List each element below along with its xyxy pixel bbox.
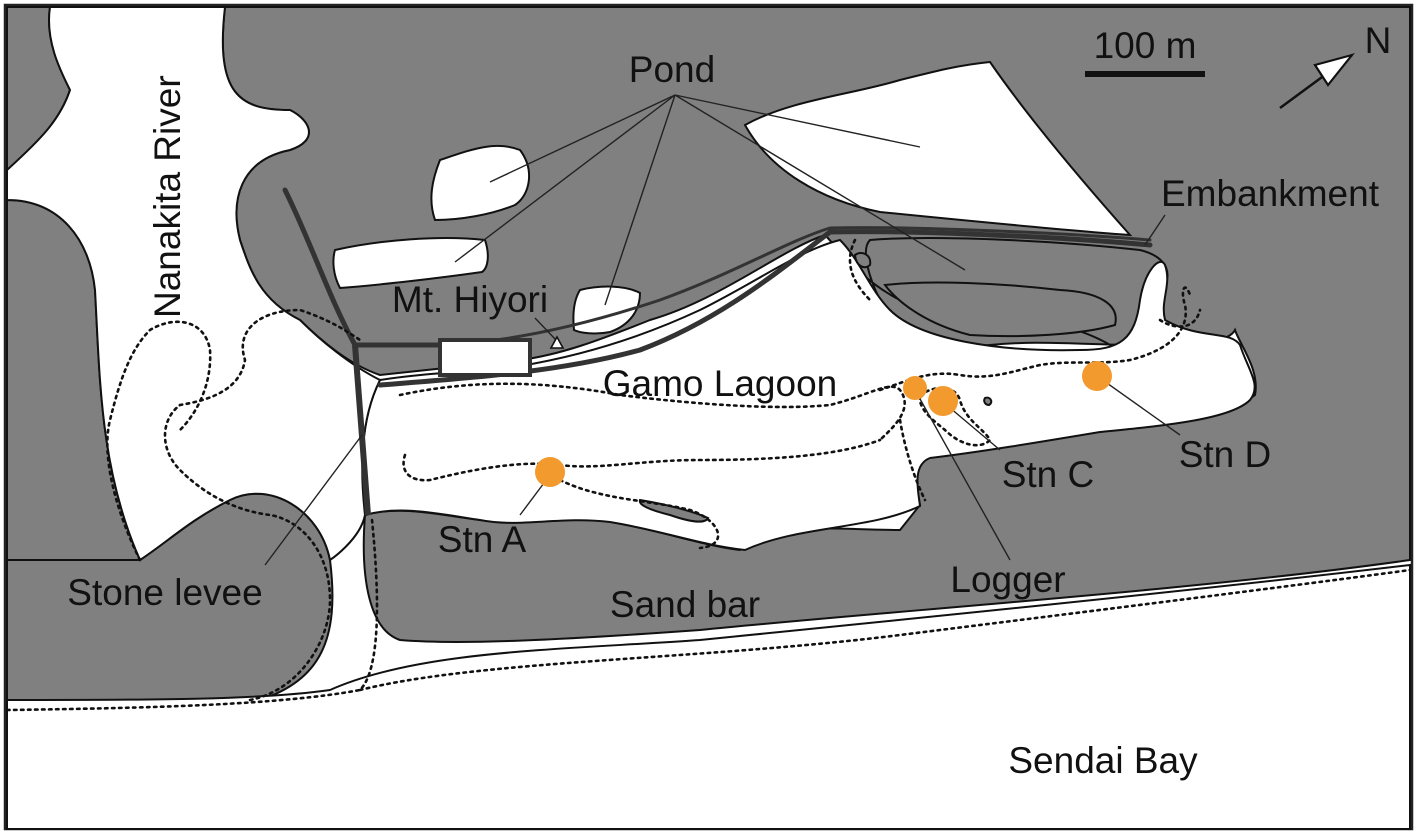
north-arrow-icon <box>1279 53 1355 110</box>
island <box>883 281 1117 338</box>
logger-marker <box>903 376 927 400</box>
lagoon-label: Gamo Lagoon <box>603 363 838 404</box>
contour-line <box>402 438 882 482</box>
road <box>282 187 443 348</box>
island <box>983 396 993 407</box>
scale-bar-label: 100 m <box>1094 25 1197 66</box>
station-marker-stn-d <box>1082 361 1112 391</box>
embankment-label: Embankment <box>1161 173 1380 214</box>
contour-line <box>878 286 1192 392</box>
bay-water <box>6 563 1411 830</box>
contour-line <box>898 418 927 502</box>
station-marker-stn-c <box>928 386 958 416</box>
contour-line <box>398 382 906 442</box>
mt-hiyori-label: Mt. Hiyori <box>392 279 548 320</box>
contour-line <box>358 568 1412 692</box>
pond-shape <box>332 237 489 290</box>
embankment-leader <box>1144 214 1166 246</box>
island <box>853 252 872 269</box>
stone-levee-leader <box>264 434 363 566</box>
stn-c-label: Stn C <box>1002 454 1095 495</box>
sand-bar-label: Sand bar <box>610 584 760 625</box>
stn-a-label: Stn A <box>438 519 527 560</box>
pond-leaders <box>454 94 966 306</box>
contour-line <box>106 320 212 562</box>
pond-label: Pond <box>629 49 715 90</box>
contour-line <box>5 518 379 712</box>
stone-levee-line <box>352 344 371 516</box>
pond-shape <box>743 60 1133 237</box>
river-water <box>6 6 382 562</box>
logger-leader <box>914 389 1011 561</box>
embankment-road <box>438 226 1152 347</box>
mt-hiyori-leader <box>534 317 557 341</box>
north-label: N <box>1365 20 1392 61</box>
stn-d-leader <box>1096 375 1181 436</box>
triangle-summit-icon <box>549 335 565 349</box>
stn-d-label: Stn D <box>1179 434 1272 475</box>
river-label: Nanakita River <box>147 75 188 318</box>
pond-shape <box>430 144 531 222</box>
logger-label: Logger <box>950 559 1065 600</box>
stone-levee-label: Stone levee <box>67 572 262 613</box>
contour-line <box>1158 308 1202 328</box>
mt-hiyori-block <box>438 338 532 377</box>
contour-line <box>848 238 872 302</box>
station-marker-stn-a <box>535 457 565 487</box>
bay-label: Sendai Bay <box>1008 740 1198 781</box>
contour-line <box>558 478 720 550</box>
